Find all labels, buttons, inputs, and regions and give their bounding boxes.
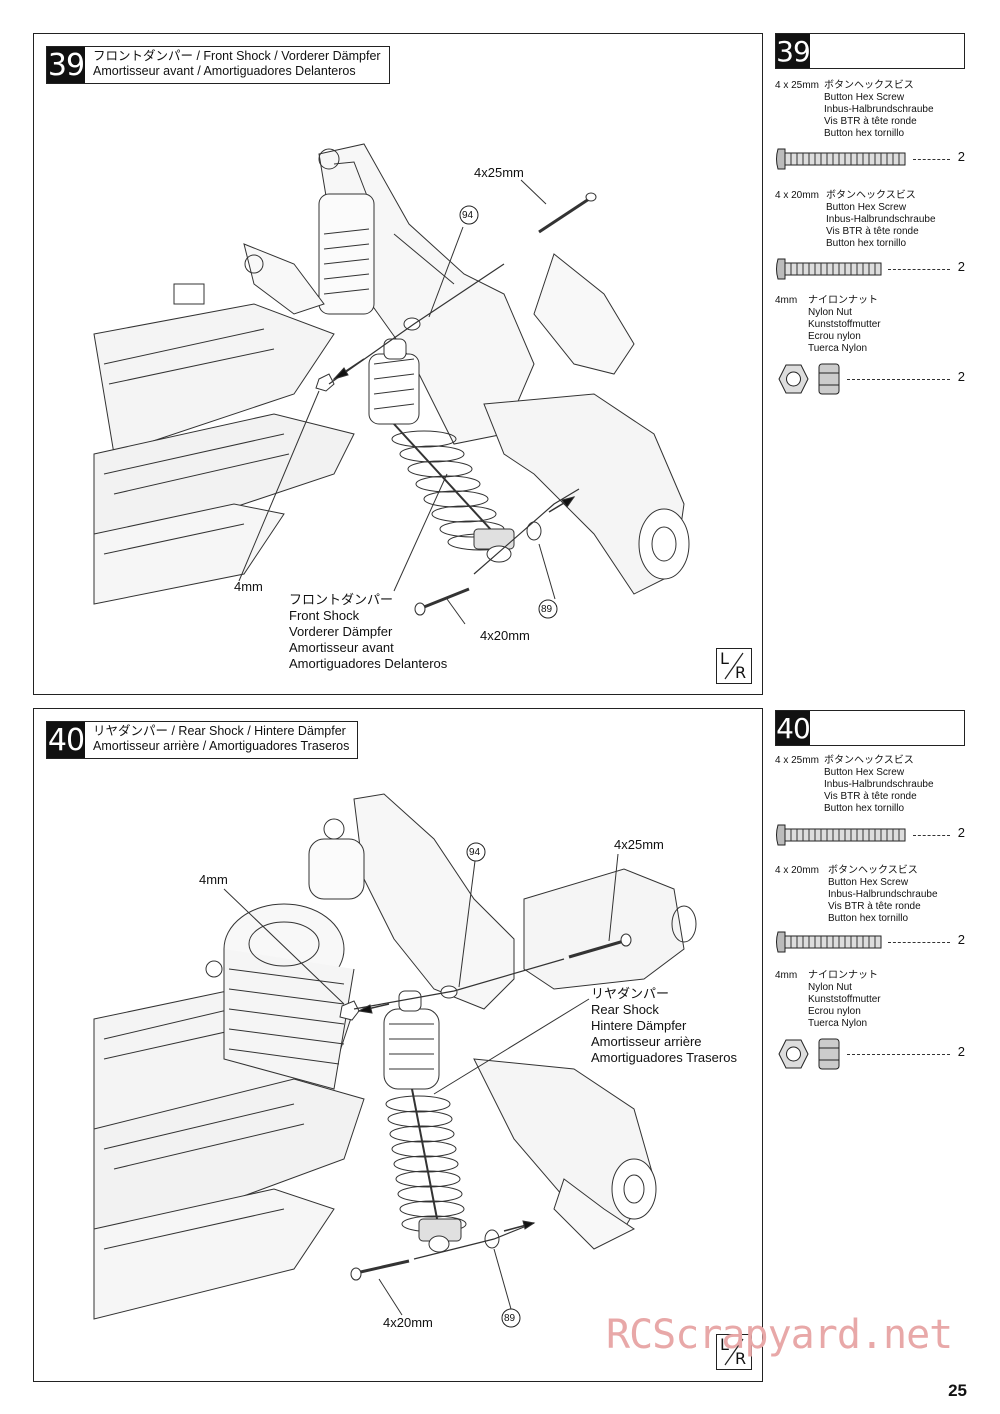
long-screw-icon: [776, 824, 906, 846]
step-39-panel: 39 フロントダンパー / Front Shock / Vorderer Däm…: [33, 33, 763, 695]
short-screw-icon: [776, 931, 882, 953]
parts-box-40-header: 40: [775, 710, 965, 746]
step-40-part-89-label: 89: [504, 1313, 516, 1324]
step-39-title-line2: Amortisseur avant / Amortiguadores Delan…: [93, 64, 356, 78]
step-40-number: 40: [47, 722, 85, 758]
step-40-callout-4mm: 4mm: [199, 872, 228, 887]
front-shock-diagram: [93, 143, 690, 625]
step-40-left-right-icon: L R: [716, 1334, 752, 1370]
parts-box-39: 39 4 x 25mm ボタンヘックスビス Button Hex Screw I…: [775, 33, 965, 413]
short-screw-icon: [776, 258, 882, 280]
step-39-callout-shock: フロントダンパー Front Shock Vorderer Dämpfer Am…: [289, 592, 448, 671]
watermark: RCScrapyard.net: [606, 1312, 953, 1358]
step-40-header: 40 リヤダンパー / Rear Shock / Hintere Dämpfer…: [46, 721, 359, 759]
parts-box-39-header: 39: [775, 33, 965, 69]
step-39-title-line1: フロントダンパー / Front Shock / Vorderer Dämpfe…: [93, 49, 381, 63]
step-39-callout-4mm: 4mm: [234, 579, 263, 594]
rear-shock-diagram: [93, 793, 697, 1320]
step-40-title-line1: リヤダンパー / Rear Shock / Hintere Dämpfer: [93, 724, 346, 738]
parts-box-40-item-nylon-nut: 4mm ナイロンナット Nylon Nut Kunststoffmutter E…: [775, 970, 965, 1080]
step-40-title-line2: Amortisseur arrière / Amortiguadores Tra…: [93, 739, 350, 753]
nylon-nut-icon: [778, 1038, 840, 1070]
page-number: 25: [948, 1381, 967, 1400]
step-40-callout-4x20: 4x20mm: [383, 1315, 433, 1330]
nylon-nut-icon: [778, 363, 840, 395]
step-39-header: 39 フロントダンパー / Front Shock / Vorderer Däm…: [46, 46, 390, 84]
parts-box-39-item-nylon-nut: 4mm ナイロンナット Nylon Nut Kunststoffmutter E…: [775, 295, 965, 405]
parts-box-39-item-short-screw: 4 x 20mm ボタンヘックスビス Button Hex Screw Inbu…: [775, 190, 965, 290]
step-39-part-94-label: 94: [462, 210, 474, 221]
step-39-callout-4x20: 4x20mm: [480, 628, 530, 643]
parts-box-40-item-long-screw: 4 x 25mm ボタンヘックスビス Button Hex Screw Inbu…: [775, 755, 965, 855]
step-39-left-right-icon: L R: [716, 648, 752, 684]
parts-box-40-item-short-screw: 4 x 20mm ボタンヘックスビス Button Hex Screw Inbu…: [775, 865, 965, 965]
parts-box-40: 40 4 x 25mm ボタンヘックスビス Button Hex Screw I…: [775, 710, 965, 1080]
step-40-panel: 40 リヤダンパー / Rear Shock / Hintere Dämpfer…: [33, 708, 763, 1382]
long-screw-icon: [776, 148, 906, 170]
step-40-callout-4x25: 4x25mm: [614, 837, 664, 852]
step-39-part-89-label: 89: [541, 604, 553, 615]
step-39-number: 39: [47, 47, 85, 83]
parts-box-39-item-long-screw: 4 x 25mm ボタンヘックスビス Button Hex Screw Inbu…: [775, 80, 965, 180]
step-40-callout-shock: リヤダンパー Rear Shock Hintere Dämpfer Amorti…: [591, 986, 737, 1065]
step-39-callout-4x25: 4x25mm: [474, 165, 524, 180]
step-40-part-94-label: 94: [469, 847, 481, 858]
